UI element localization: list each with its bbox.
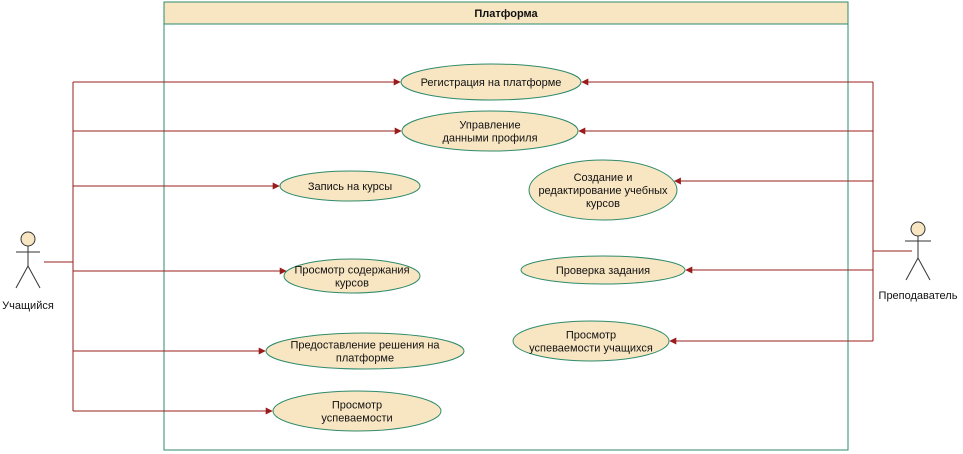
use-case-label: Просмотр xyxy=(332,400,382,412)
use-case-label: успеваемости xyxy=(321,413,392,425)
use-case-label: Создание и xyxy=(574,172,633,184)
teacher-stick-figure-icon xyxy=(905,221,931,281)
use-case-ellipse xyxy=(520,255,686,285)
actor-teacher[interactable]: Преподаватель xyxy=(879,221,958,302)
use-case-ellipse xyxy=(528,159,678,221)
system-header xyxy=(163,1,849,25)
actor-teacher-label: Преподаватель xyxy=(879,290,958,302)
use-case-label: Регистрация на платформе xyxy=(421,77,562,89)
association-lines xyxy=(44,78,912,415)
use-case-label: данными профиля xyxy=(442,133,537,145)
student-stick-figure-icon xyxy=(15,231,41,289)
use-case-ellipse xyxy=(272,390,442,432)
use-case-label: Управление xyxy=(459,120,520,132)
actor-student[interactable]: Учащийся xyxy=(2,231,54,312)
use-case-ellipse xyxy=(512,320,670,362)
use-case-label: успеваемости учащихся xyxy=(529,343,653,355)
use-case-label: курсов xyxy=(335,278,369,290)
use-case-ellipse xyxy=(401,110,579,152)
use-cases: Регистрация на платформеУправлениеданным… xyxy=(265,63,686,432)
use-case-label: Предоставление решения на xyxy=(290,340,440,352)
use-case-enroll[interactable]: Запись на курсы xyxy=(279,170,421,202)
use-case-check-task[interactable]: Проверка задания xyxy=(520,255,686,285)
use-case-ellipse xyxy=(279,170,421,202)
use-case-label: Просмотр содержания xyxy=(294,265,409,277)
use-case-label: Проверка задания xyxy=(556,265,650,277)
use-case-label: редактирование учебных xyxy=(538,185,668,197)
use-case-ellipse xyxy=(283,258,421,294)
use-case-label: Просмотр xyxy=(566,330,616,342)
use-case-registration[interactable]: Регистрация на платформе xyxy=(400,63,582,101)
use-case-label: курсов xyxy=(586,198,620,210)
actor-student-label: Учащийся xyxy=(2,300,54,312)
use-case-ellipse xyxy=(265,332,465,370)
system-title: Платформа xyxy=(474,8,538,20)
use-case-label: платформе xyxy=(336,353,394,365)
use-case-ellipse xyxy=(400,63,582,101)
use-case-label: Запись на курсы xyxy=(308,181,392,193)
